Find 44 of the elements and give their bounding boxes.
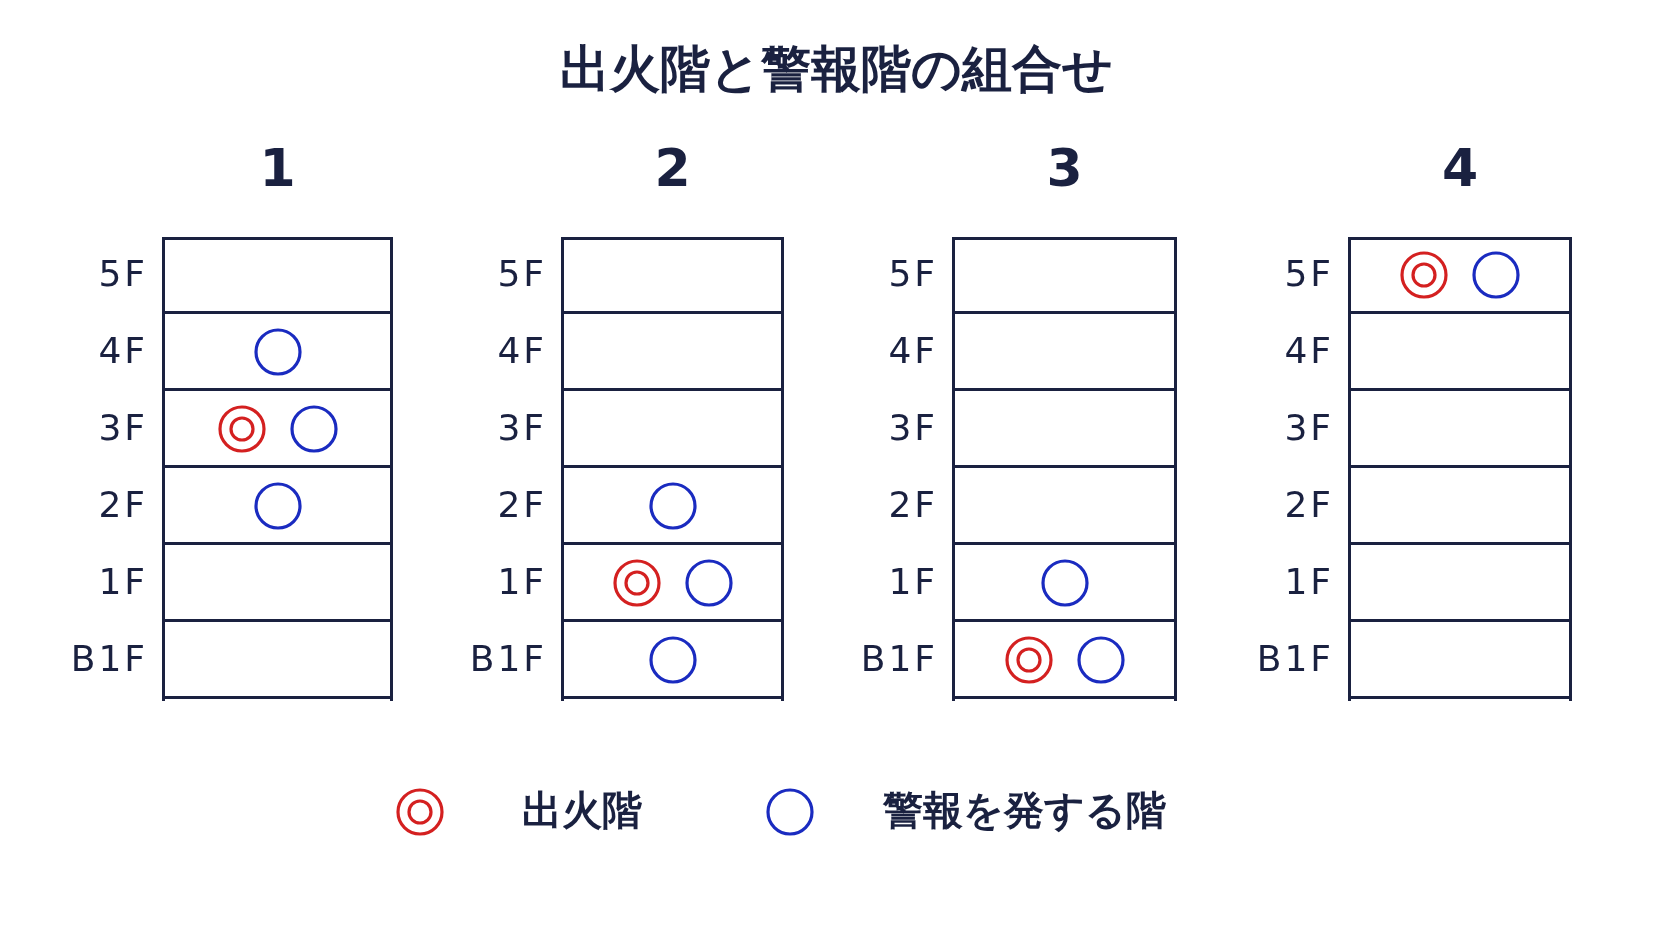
circle-icon	[252, 327, 303, 377]
building-number: 2	[654, 138, 691, 198]
floor-label: 2F	[497, 483, 547, 527]
floor-label: 3F	[497, 406, 547, 450]
double-circle-icon	[611, 558, 662, 608]
floor-label: 1F	[888, 560, 938, 604]
legend-text: 警報を発する階	[883, 786, 1166, 835]
floor-label: 2F	[98, 483, 148, 527]
floor-label: 2F	[1284, 483, 1334, 527]
floor-label: 5F	[497, 252, 547, 296]
floor-label: B1F	[860, 637, 938, 681]
circle-icon	[1039, 558, 1090, 608]
floor-label: B1F	[1256, 637, 1334, 681]
floor-label: 5F	[888, 252, 938, 296]
floor-label: 1F	[497, 560, 547, 604]
building-number: 3	[1046, 138, 1083, 198]
legend-text: 出火階	[522, 786, 642, 835]
floor-label: B1F	[469, 637, 547, 681]
floor-label: 4F	[98, 329, 148, 373]
double-circle-icon	[1003, 635, 1054, 685]
floor-label: 5F	[1284, 252, 1334, 296]
title: 出火階と警報階の組合せ	[559, 39, 1113, 100]
floor-label: 3F	[1284, 406, 1334, 450]
double-circle-icon	[1399, 250, 1449, 300]
floor-label: 3F	[888, 406, 938, 450]
floor-label: 4F	[497, 329, 547, 373]
building-number: 1	[259, 138, 296, 198]
circle-icon	[288, 404, 339, 454]
floor-label: 5F	[98, 252, 148, 296]
circle-icon	[647, 635, 698, 685]
building-number: 4	[1441, 138, 1479, 198]
floor-label: 3F	[98, 406, 148, 450]
circle-icon	[683, 558, 734, 608]
floor-label: 4F	[888, 329, 938, 373]
floor-label: 1F	[98, 560, 148, 604]
circle-icon	[1075, 635, 1126, 685]
floor-label: B1F	[70, 637, 148, 681]
circle-icon	[647, 481, 698, 531]
circle-icon	[252, 481, 303, 531]
floor-label: 4F	[1284, 329, 1334, 373]
double-circle-icon	[216, 404, 267, 454]
circle-icon	[1471, 250, 1521, 300]
floor-label: 2F	[888, 483, 938, 527]
floor-label: 1F	[1284, 560, 1334, 604]
